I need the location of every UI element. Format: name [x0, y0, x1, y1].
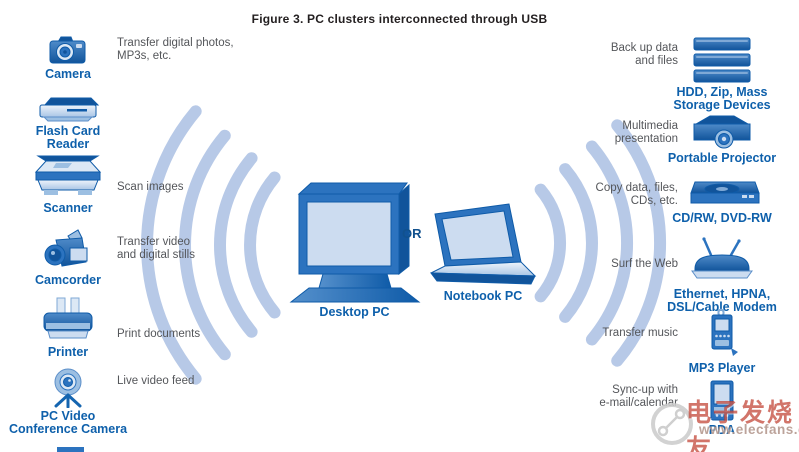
hdd-stack-icon	[690, 36, 754, 84]
router-description: Surf the Web	[611, 258, 678, 270]
projector-icon	[688, 114, 756, 150]
notebook-pc-label: Notebook PC	[443, 289, 523, 303]
watermark-url-text: www.elecfans.com	[699, 422, 799, 437]
device-label: Scanner	[43, 201, 93, 215]
notebook-pc: Notebook PC	[424, 202, 542, 303]
device-label: Portable Projector	[667, 151, 777, 165]
device-printer: Printer	[28, 296, 108, 359]
mp3-player-icon	[704, 306, 740, 360]
device-camera: Camera	[30, 34, 106, 81]
cropped-bottom-element	[57, 447, 84, 452]
device-scanner: Scanner	[25, 154, 111, 215]
hdd-description: Back up data and files	[610, 42, 678, 68]
device-mp3-player: MP3 Player	[642, 306, 799, 375]
desktop-pc-icon	[287, 178, 422, 304]
elecfans-logo-icon	[648, 400, 698, 450]
device-label: Camera	[45, 67, 91, 81]
scanner-description: Scan images	[117, 181, 184, 193]
device-hdd-zip-mass-storage: HDD, Zip, Mass Storage Devices	[642, 36, 799, 113]
left-wave-arcs	[141, 105, 281, 385]
figure-title: Figure 3. PC clusters interconnected thr…	[251, 12, 548, 26]
webcam-description: Live video feed	[117, 375, 195, 387]
cd-drive-description: Copy data, files, CDs, etc.	[595, 182, 678, 208]
device-camcorder: Camcorder	[30, 228, 106, 287]
router-icon	[690, 236, 754, 286]
desktop-pc: Desktop PC	[287, 178, 422, 319]
device-pda: PDA	[642, 380, 799, 437]
right-wave-arcs	[534, 119, 666, 367]
device-portable-projector: Portable Projector	[642, 114, 799, 165]
device-flash-card-reader: Flash Card Reader	[25, 95, 111, 152]
device-label: Ethernet, HPNA, DSL/Cable Modem	[667, 287, 777, 315]
printer-description: Print documents	[117, 328, 201, 340]
device-label: PC Video Conference Camera	[8, 409, 128, 437]
device-cd-rw-dvd-rw: CD/RW, DVD-RW	[642, 178, 799, 225]
camera-description: Transfer digital photos, MP3s, etc.	[117, 37, 234, 63]
projector-description: Multimedia presentation	[614, 120, 678, 146]
camcorder-description: Transfer video and digital stills	[117, 236, 195, 262]
cd-drive-icon	[684, 178, 760, 210]
pda-icon	[706, 380, 738, 422]
pda-description: Sync-up with e-mail/calendar	[599, 384, 678, 410]
device-label: HDD, Zip, Mass Storage Devices	[673, 85, 771, 113]
printer-icon	[42, 296, 94, 344]
device-label: PDA	[708, 423, 736, 437]
device-label: Camcorder	[35, 273, 101, 287]
flash-card-reader-icon	[35, 95, 101, 123]
mp3-player-description: Transfer music	[602, 327, 678, 339]
desktop-pc-label: Desktop PC	[319, 305, 390, 319]
scanner-icon	[32, 154, 104, 200]
or-label: OR	[402, 226, 422, 241]
watermark-brand-text: 电子发烧友	[686, 398, 795, 452]
device-label: MP3 Player	[688, 361, 756, 375]
device-label: CD/RW, DVD-RW	[672, 211, 772, 225]
camera-icon	[48, 34, 88, 66]
device-label: Printer	[47, 345, 89, 359]
device-pc-video-conference-camera: PC Video Conference Camera	[3, 368, 133, 437]
device-ethernet-modem: Ethernet, HPNA, DSL/Cable Modem	[642, 236, 799, 315]
webcam-icon	[48, 368, 88, 409]
notebook-pc-icon	[427, 202, 539, 288]
device-label: Flash Card Reader	[35, 124, 101, 152]
camcorder-icon	[44, 228, 92, 272]
